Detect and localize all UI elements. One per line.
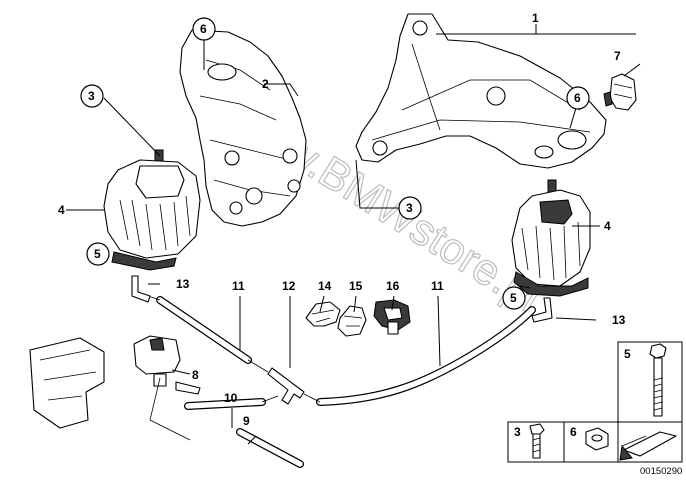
- rubber-stop[interactable]: [603, 73, 637, 111]
- legend-item-shim[interactable]: [617, 421, 683, 463]
- callout-13-left[interactable]: 13: [176, 277, 190, 291]
- svg-text:13: 13: [176, 277, 190, 291]
- svg-text:6: 6: [200, 22, 207, 36]
- svg-text:3: 3: [514, 425, 521, 439]
- bolt-icon: [649, 343, 667, 417]
- engine-mount-left[interactable]: [103, 149, 201, 271]
- svg-text:7: 7: [614, 49, 621, 63]
- callout-3-left[interactable]: 3: [80, 84, 104, 108]
- hose-11-right[interactable]: [316, 306, 536, 406]
- fitting-13-left[interactable]: [131, 275, 151, 303]
- callout-8[interactable]: 8: [192, 368, 199, 382]
- callout-6-left[interactable]: 6: [192, 17, 216, 41]
- clip-14[interactable]: [305, 301, 341, 327]
- callout-13-right[interactable]: 13: [612, 313, 626, 327]
- callout-10[interactable]: 10: [224, 391, 238, 405]
- svg-text:6: 6: [570, 425, 577, 439]
- engine-bracket-right[interactable]: [355, 13, 607, 169]
- callout-2[interactable]: 2: [262, 77, 269, 91]
- legend: 5 3 6: [507, 341, 683, 463]
- svg-text:5: 5: [510, 291, 517, 305]
- svg-text:14: 14: [318, 279, 332, 293]
- callout-14[interactable]: 14: [318, 279, 332, 293]
- svg-text:13: 13: [612, 313, 626, 327]
- engine-mount-right[interactable]: [511, 179, 591, 297]
- callout-6-right[interactable]: 6: [566, 86, 590, 110]
- nut-icon: [585, 427, 609, 451]
- callout-12[interactable]: 12: [282, 279, 296, 293]
- callout-1[interactable]: 1: [532, 11, 539, 25]
- engine-bracket-left[interactable]: [179, 29, 307, 227]
- svg-text:6: 6: [574, 91, 581, 105]
- svg-text:16: 16: [386, 279, 400, 293]
- svg-text:3: 3: [88, 89, 95, 103]
- leader-lines: [66, 24, 641, 445]
- callout-5-right[interactable]: 5: [502, 286, 526, 310]
- svg-text:4: 4: [58, 203, 65, 217]
- svg-text:2: 2: [262, 77, 269, 91]
- callout-5-left[interactable]: 5: [86, 242, 110, 266]
- legend-item-screw[interactable]: 3: [507, 421, 565, 463]
- callout-7[interactable]: 7: [614, 49, 621, 63]
- fitting-13-right[interactable]: [531, 297, 553, 323]
- callout-3-right[interactable]: 3: [398, 196, 422, 220]
- hose-9[interactable]: [236, 428, 304, 468]
- svg-text:5: 5: [624, 347, 631, 361]
- svg-text:1: 1: [532, 11, 539, 25]
- hose-10[interactable]: [149, 377, 279, 441]
- callout-11-right[interactable]: 11: [431, 279, 444, 293]
- clip-15[interactable]: [337, 305, 367, 337]
- screw-icon: [529, 423, 545, 459]
- legend-item-bolt[interactable]: 5: [617, 341, 683, 423]
- clip-16[interactable]: [373, 299, 411, 335]
- svg-text:11: 11: [232, 279, 245, 293]
- legend-item-nut[interactable]: 6: [563, 421, 619, 463]
- callout-11-left[interactable]: 11: [232, 279, 245, 293]
- svg-text:8: 8: [192, 368, 199, 382]
- heat-shield: [29, 337, 105, 429]
- svg-text:5: 5: [94, 247, 101, 261]
- svg-text:4: 4: [604, 219, 611, 233]
- callout-9[interactable]: 9: [243, 414, 250, 428]
- svg-text:10: 10: [224, 391, 238, 405]
- svg-text:11: 11: [431, 279, 444, 293]
- svg-text:12: 12: [282, 279, 296, 293]
- callout-4-right[interactable]: 4: [604, 219, 611, 233]
- svg-text:3: 3: [406, 201, 413, 215]
- svg-text:9: 9: [243, 414, 250, 428]
- t-connector-12[interactable]: [267, 367, 321, 405]
- reference-number: 00150290: [640, 466, 682, 477]
- callout-15[interactable]: 15: [349, 279, 363, 293]
- svg-text:15: 15: [349, 279, 363, 293]
- solenoid-valve-8[interactable]: [133, 335, 201, 395]
- arrow-shim-icon: [619, 431, 677, 461]
- callout-16[interactable]: 16: [386, 279, 400, 293]
- callout-4-left[interactable]: 4: [58, 203, 65, 217]
